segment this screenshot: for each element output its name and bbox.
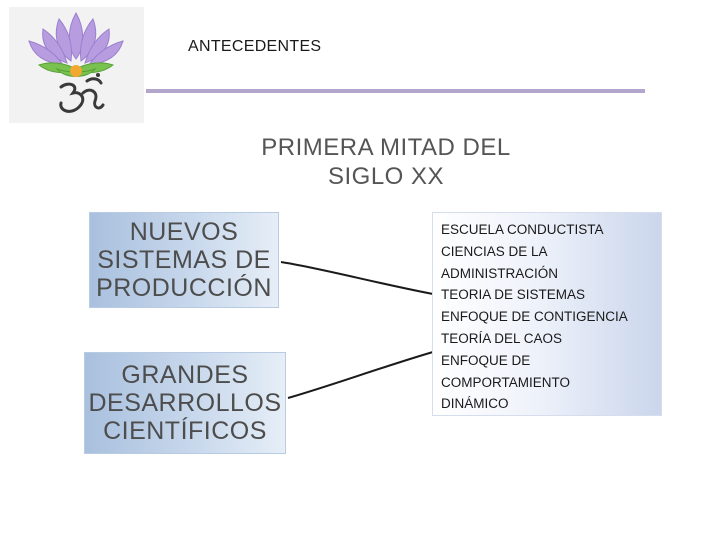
- list-item: CIENCIAS DE LA: [441, 243, 548, 259]
- title-divider: [146, 89, 645, 93]
- list-item: TEORIA DE SISTEMAS: [441, 287, 586, 303]
- list-item: ESCUELA CONDUCTISTA: [441, 222, 604, 237]
- list-item: ADMINISTRACIÓN: [441, 265, 559, 281]
- topic-box-nuevos-sistemas: NUEVOS SISTEMAS DE PRODUCCIÓN: [89, 212, 279, 308]
- logo: [9, 7, 144, 123]
- list-item: ENFOQUE DE: [441, 352, 531, 368]
- topic-box-grandes-desarrollos: GRANDES DESARROLLOS CIENTÍFICOS: [84, 352, 286, 454]
- slide-title: ANTECEDENTES: [188, 38, 322, 55]
- list-item: DINÁMICO: [441, 396, 509, 412]
- list-item: ENFOQUE DE CONTIGENCIA: [441, 309, 628, 325]
- connector-line-2: [287, 351, 434, 399]
- topic-label: NUEVOS SISTEMAS DE PRODUCCIÓN: [96, 218, 272, 302]
- theories-list: ESCUELA CONDUCTISTA CIENCIAS DE LA ADMIN…: [432, 212, 662, 416]
- topic-label: GRANDES DESARROLLOS CIENTÍFICOS: [88, 361, 282, 445]
- diagram-heading: PRIMERA MITAD DEL SIGLO XX: [261, 134, 511, 190]
- connector-line-1: [280, 261, 434, 295]
- list-item: TEORÍA DEL CAOS: [441, 330, 563, 346]
- lotus-om-icon: [28, 11, 124, 113]
- list-item: COMPORTAMIENTO: [441, 374, 571, 390]
